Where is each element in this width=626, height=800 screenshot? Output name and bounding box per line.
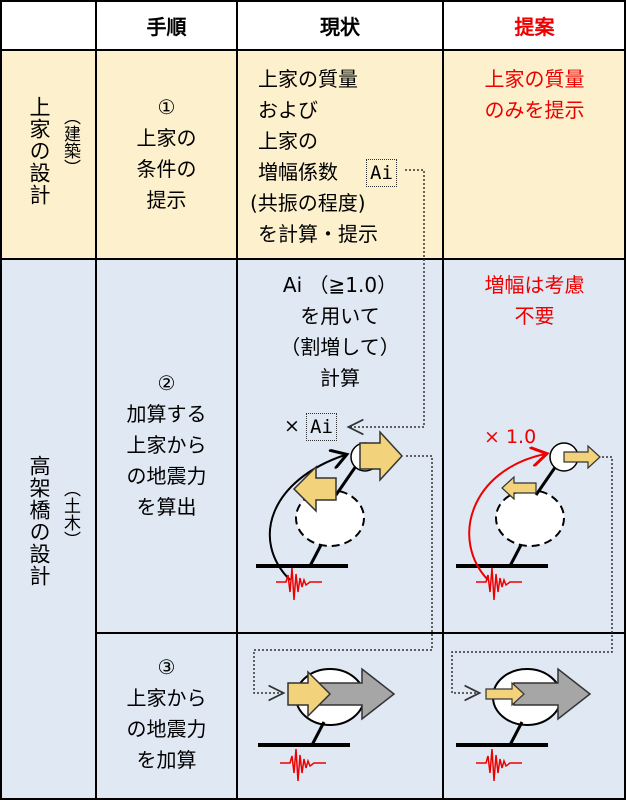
proposal-link-down [451,456,613,693]
civil-sublabel: （土木） [60,480,80,548]
proposal-step3-gold-arrow [485,681,525,707]
proposal-arch-line: のみを提示 [484,98,585,122]
ai-link-line [350,169,425,427]
proposal-step2-structure [456,442,579,568]
proposal-step3-seismic-wave [476,748,522,782]
current-multiplier: × [284,415,300,437]
current-step3-gold-arrow [287,670,332,718]
current-arch-line: (共振の程度) [250,191,366,215]
proposal-multiplier: × 1.0 [484,426,537,448]
current-arch-line: 増幅係数 [258,160,338,184]
step2-marker: ② [157,371,176,395]
corner-cell [0,0,96,50]
current-arch-line: 上家の質量 [258,67,358,91]
current-step3-gray-arrow [317,667,396,721]
header-current: 現状 [320,14,360,39]
step1-line: 上家の [136,126,197,150]
current-step2-left-arrow [292,465,337,513]
step2-line: 上家から [126,433,207,457]
step3-line: の地震力 [126,717,207,741]
step3-marker: ③ [157,655,176,679]
current-arch-line: を計算・提示 [258,222,378,246]
header-step: 手順 [146,14,187,39]
current-civil-line: Ai （≧1.0） [282,273,398,297]
current-step2-big-arrow [359,430,404,482]
current-civil-line: を用いて [300,304,380,328]
current-arch-line: および [258,98,318,122]
current-arch-line: 上家の [258,129,318,153]
proposal-civil-line: 不要 [514,304,555,328]
step1-marker: ① [157,95,176,119]
current-step2-arc [268,455,345,581]
header-proposal: 提案 [514,14,555,39]
proposal-civil-line: 増幅は考慮 [484,273,585,297]
step1-line: 提示 [146,188,187,212]
step1-line: 条件の [136,157,197,181]
proposal-step3-gray-arrow [513,667,592,721]
step2-line: の地震力 [126,464,207,488]
row-architecture-bg [0,50,626,259]
current-civil-line: 計算 [320,366,360,390]
current-step3-seismic-wave [280,748,326,782]
ai-multiplier-box: Ai [306,413,337,441]
current-step2-seismic-wave [276,567,322,601]
step3-line: 上家から [126,686,207,710]
ai-coefficient-box: Ai [366,159,397,187]
proposal-arch-line: 上家の質量 [484,67,585,91]
architecture-label: 上家の設計 [27,96,51,206]
current-link-down [253,455,433,693]
architecture-sublabel: （建築） [60,108,80,176]
step3-line: を加算 [136,748,197,772]
proposal-step2-left-arrow [501,475,537,501]
step2-line: を算出 [136,495,197,519]
proposal-step2-seismic-wave [476,567,522,601]
current-civil-line: （割増して） [280,335,400,359]
proposal-step2-arc [468,454,545,581]
proposal-step3-structure [456,668,562,747]
step2-line: 加算する [126,402,207,426]
proposal-step2-small-arrow [563,444,601,470]
civil-label: 高架橋の設計 [27,455,51,587]
